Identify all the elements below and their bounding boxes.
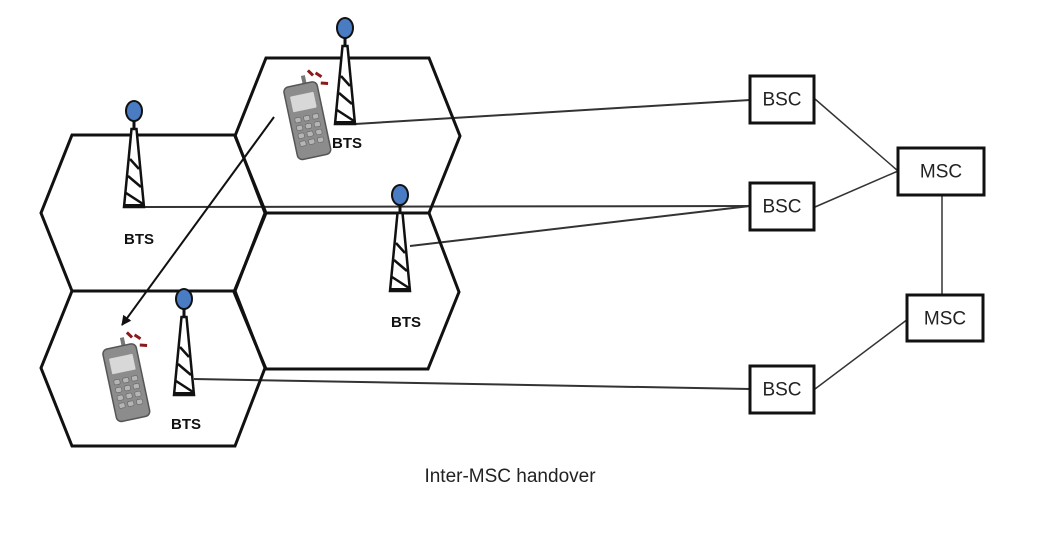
bsc-node-2-label: BSC — [762, 197, 801, 218]
bts-tower-icon-middle — [387, 183, 413, 294]
link-bts-left-bsc-2 — [144, 205, 751, 208]
bsc-node-3: BSC — [748, 364, 816, 415]
bts-tower-icon-left — [121, 99, 147, 210]
bsc-node-1: BSC — [748, 74, 816, 125]
bts-label-middle: BTS — [391, 314, 421, 331]
msc-node-1: MSC — [896, 146, 986, 197]
link-bsc-2-msc-1 — [814, 170, 899, 208]
bts-label-bottom: BTS — [171, 416, 201, 433]
mobile-phone-icon-bottom — [98, 327, 163, 424]
link-bts-bottom-bsc-3 — [193, 378, 751, 390]
bsc-node-1-label: BSC — [762, 90, 801, 111]
msc-node-2: MSC — [905, 293, 985, 343]
link-bts-middle-bsc-2 — [409, 205, 751, 247]
handover-arrow — [121, 116, 275, 326]
bts-tower-icon-bottom — [171, 287, 197, 398]
cell-left-hexagon — [39, 133, 267, 293]
bts-tower-icon-top — [332, 16, 358, 127]
bts-label-left: BTS — [124, 231, 154, 248]
cell-middle-hexagon — [232, 211, 461, 371]
msc-node-1-label: MSC — [920, 162, 962, 183]
link-bts-top-bsc-1 — [354, 99, 751, 125]
bts-label-top: BTS — [332, 135, 362, 152]
diagram-caption: Inter-MSC handover — [424, 466, 596, 487]
msc-node-2-label: MSC — [924, 309, 966, 330]
cell-bottom-hexagon — [39, 289, 267, 448]
link-bsc-1-msc-1 — [814, 98, 899, 172]
link-bsc-3-msc-2 — [814, 318, 909, 390]
bsc-node-2: BSC — [748, 181, 816, 232]
bsc-node-3-label: BSC — [762, 380, 801, 401]
